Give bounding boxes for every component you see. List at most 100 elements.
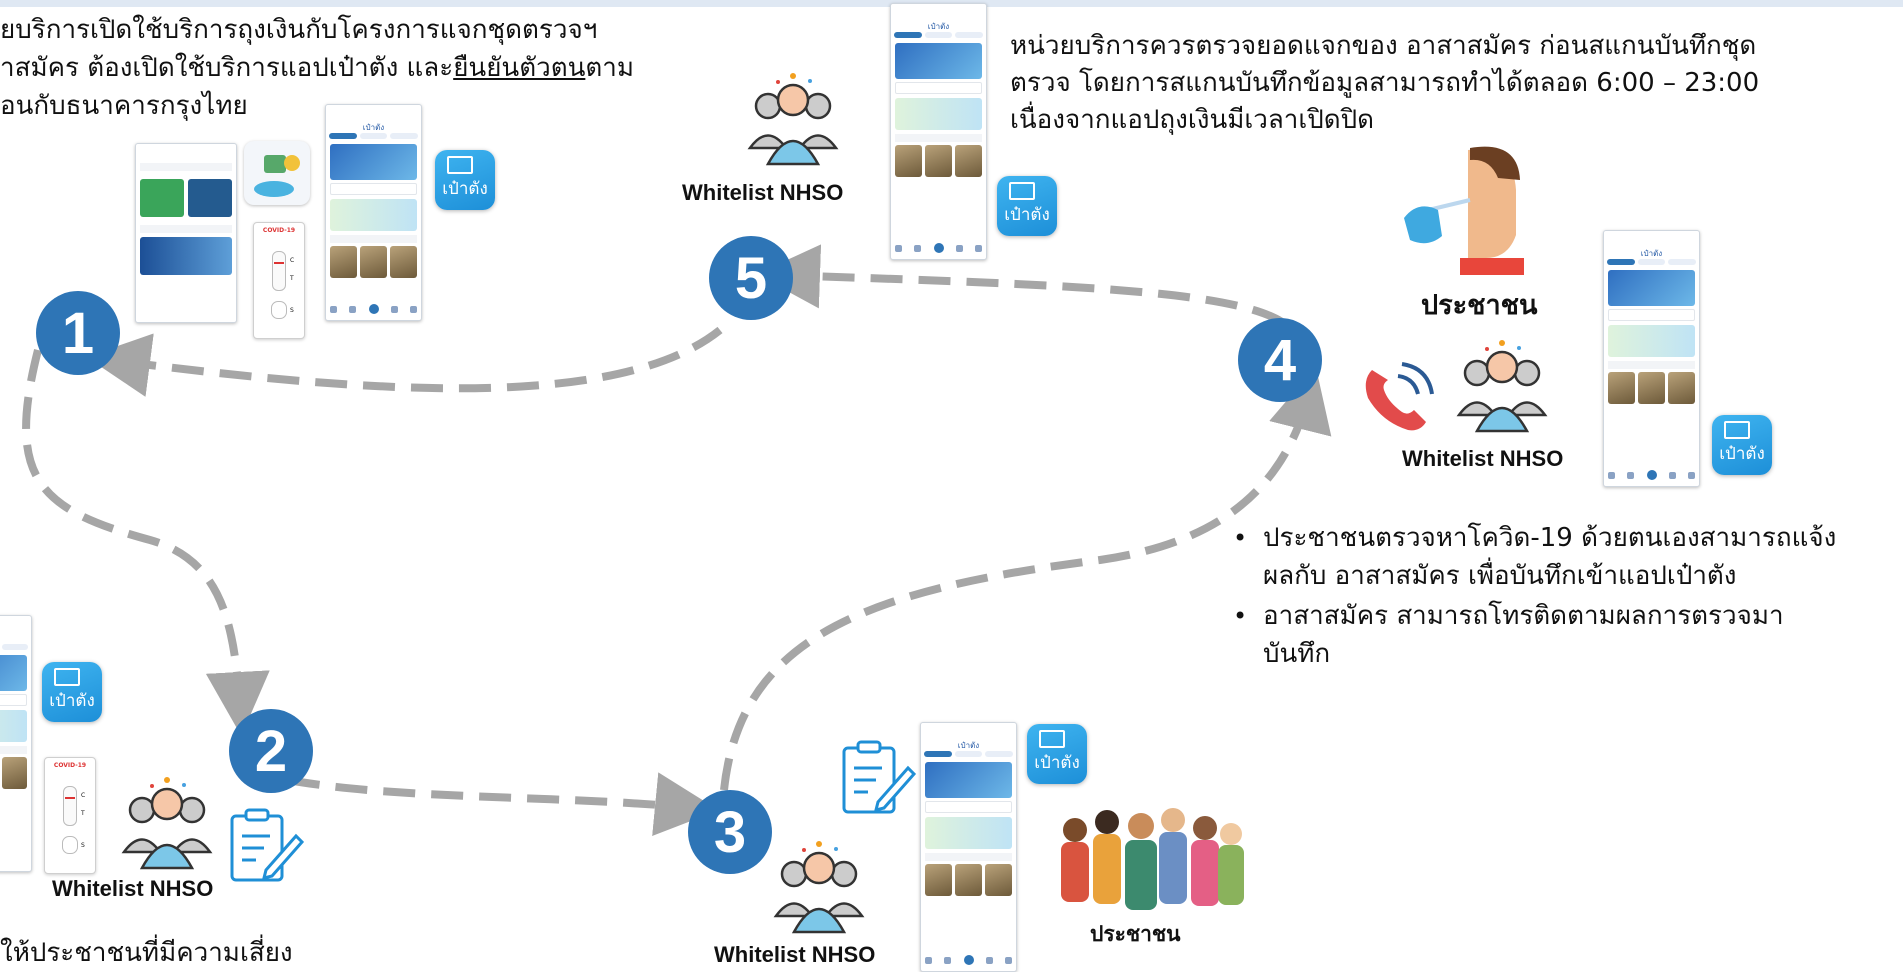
paotang-app-icon: เป๋าตัง [435,150,495,210]
arrow-5-to-1 [86,326,723,397]
phone-status-bar [921,723,1016,739]
phone-status-bar [326,105,421,121]
money-hand-icon [244,141,310,205]
phone-tabs [891,30,986,40]
kit-sample-well [62,836,78,854]
kit-label-c: C [290,257,295,264]
clipboard-edit-icon [230,808,304,882]
step-5-badge: 5 [709,236,793,320]
whitelist-label-top: Whitelist NHSO [682,180,844,205]
top-right-text-line1: หน่วยบริการควรตรวจยอดแจกของ อาสาสมัคร ก่… [1010,31,1757,61]
covid-test-kit: COVID-19 C T S [253,222,305,339]
top-left-text-line2b: ตาม [585,53,634,83]
whitelist-label-bottom-mid: Whitelist NHSO [714,942,876,967]
volunteer-group-icon [773,841,865,934]
phone-app-title: เป๋าตัง [927,22,950,31]
covid-test-kit: COVID-19 C T S [44,757,96,874]
phone-tabs [0,642,31,652]
whitelist-label-right: Whitelist NHSO [1402,446,1564,471]
kit-label-c: C [81,792,86,799]
wallet-card [0,655,27,691]
people-label-right: ประชาชน [1421,290,1538,321]
kit-label-t: T [290,275,294,282]
top-left-text-line1: ยบริการเปิดใช้บริการถุงเงินกับโครงการแจก… [0,15,598,45]
phone-search-bar [140,163,232,171]
bullet-2-line2: บันทึก [1263,639,1331,669]
step-2-badge: 2 [229,709,313,793]
section-heading [925,853,1012,861]
product-images [0,757,27,789]
wallet-card [330,144,417,180]
product-images [1608,372,1695,404]
kit-result-window [63,786,77,826]
service-tile-green [140,179,184,217]
phone-tabs [1604,257,1699,267]
paotang-phone-screen-step4: เป๋าตัง [1603,230,1700,487]
clipboard-edit-icon [842,740,916,814]
volunteer-group-icon [747,73,839,166]
phone-tabs [921,749,1016,759]
kit-label-t: T [81,810,85,817]
phone-app-title: เป๋าตัง [1640,249,1663,258]
step-1-badge: 1 [36,291,120,375]
bullet-1-line1: ประชาชนตรวจหาโควิด-19 ด้วยตนเองสามารถแจ้… [1263,523,1837,553]
section-heading [140,225,232,233]
kit-label-s: S [290,307,294,314]
product-images [330,246,417,278]
whitelist-label-bottom-left: Whitelist NHSO [52,876,214,901]
bottom-nav [925,955,1012,965]
kit-result-window [272,251,286,291]
paotang-phone-screen-step1: เป๋าตัง [325,104,422,321]
arrow-3-to-4 [720,366,1332,791]
product-images [895,145,982,177]
paotang-phone-screen-step5: เป๋าตัง [890,3,987,260]
kit-sample-well [271,301,287,319]
phone-status-bar [0,616,31,632]
section-heading [895,134,982,142]
kit-label-s: S [81,842,85,849]
arrow-4-to-5 [756,244,1285,326]
bullet-1-line2: ผลกับ อาสาสมัคร เพื่อบันทึกเข้าแอปเป๋าตั… [1263,561,1737,591]
bullet-2-line1: อาสาสมัคร สามารถโทรติดตามผลการตรวจมา [1263,601,1784,631]
step-4-badge: 4 [1238,318,1322,402]
phone-status-bar [136,144,236,160]
crowd-of-people-illustration [1061,808,1244,910]
wallet-card [1608,270,1695,306]
phone-app-title: เป๋าตัง [0,632,31,642]
free-test-promo [925,817,1012,849]
kit-title: COVID-19 [53,762,87,769]
paotang-phone-screen-step2: เป๋าตัง [0,615,32,872]
paotang-phone-screen-step3: เป๋าตัง [920,722,1017,972]
action-row [895,82,982,94]
arrow-1-to-2 [22,349,270,736]
phone-tabs [326,131,421,141]
people-label-bottom: ประชาชน [1090,922,1181,946]
swab-test-person-icon [1404,146,1524,275]
wallet-card [925,762,1012,798]
promo-banner [140,237,232,275]
money-hand-graphic [254,155,300,197]
volunteer-group-icon [1456,340,1548,433]
top-left-text-line3: อนกับธนาคารกรุงไทย [0,91,248,121]
phone-app-title: เป๋าตัง [957,741,980,750]
service-tile-blue [188,179,232,217]
kit-title: COVID-19 [262,227,296,234]
section-heading [330,235,417,243]
free-test-promo [0,710,27,742]
section-heading [0,746,27,754]
action-row [1608,309,1695,321]
paotang-app-icon: เป๋าตัง [1027,724,1087,784]
bottom-left-text: ให้ประชาชนที่มีความเสี่ยง [0,938,293,968]
bullet-2-mark: • [1233,602,1248,630]
top-left-text-line2: าสมัคร ต้องเปิดใช้บริการแอปเป๋าตัง และยื… [0,52,634,85]
phone-call-icon [1365,362,1434,431]
bullet-1-mark: • [1233,524,1248,552]
paotang-app-icon: เป๋าตัง [42,662,102,722]
registration-phone-screen [135,143,237,323]
bottom-nav [330,304,417,314]
top-left-text-line2a: าสมัคร ต้องเปิดใช้บริการแอปเป๋าตัง และ [0,53,454,83]
action-row [0,694,27,706]
free-test-promo [1608,325,1695,357]
arrow-2-to-3 [287,772,719,837]
